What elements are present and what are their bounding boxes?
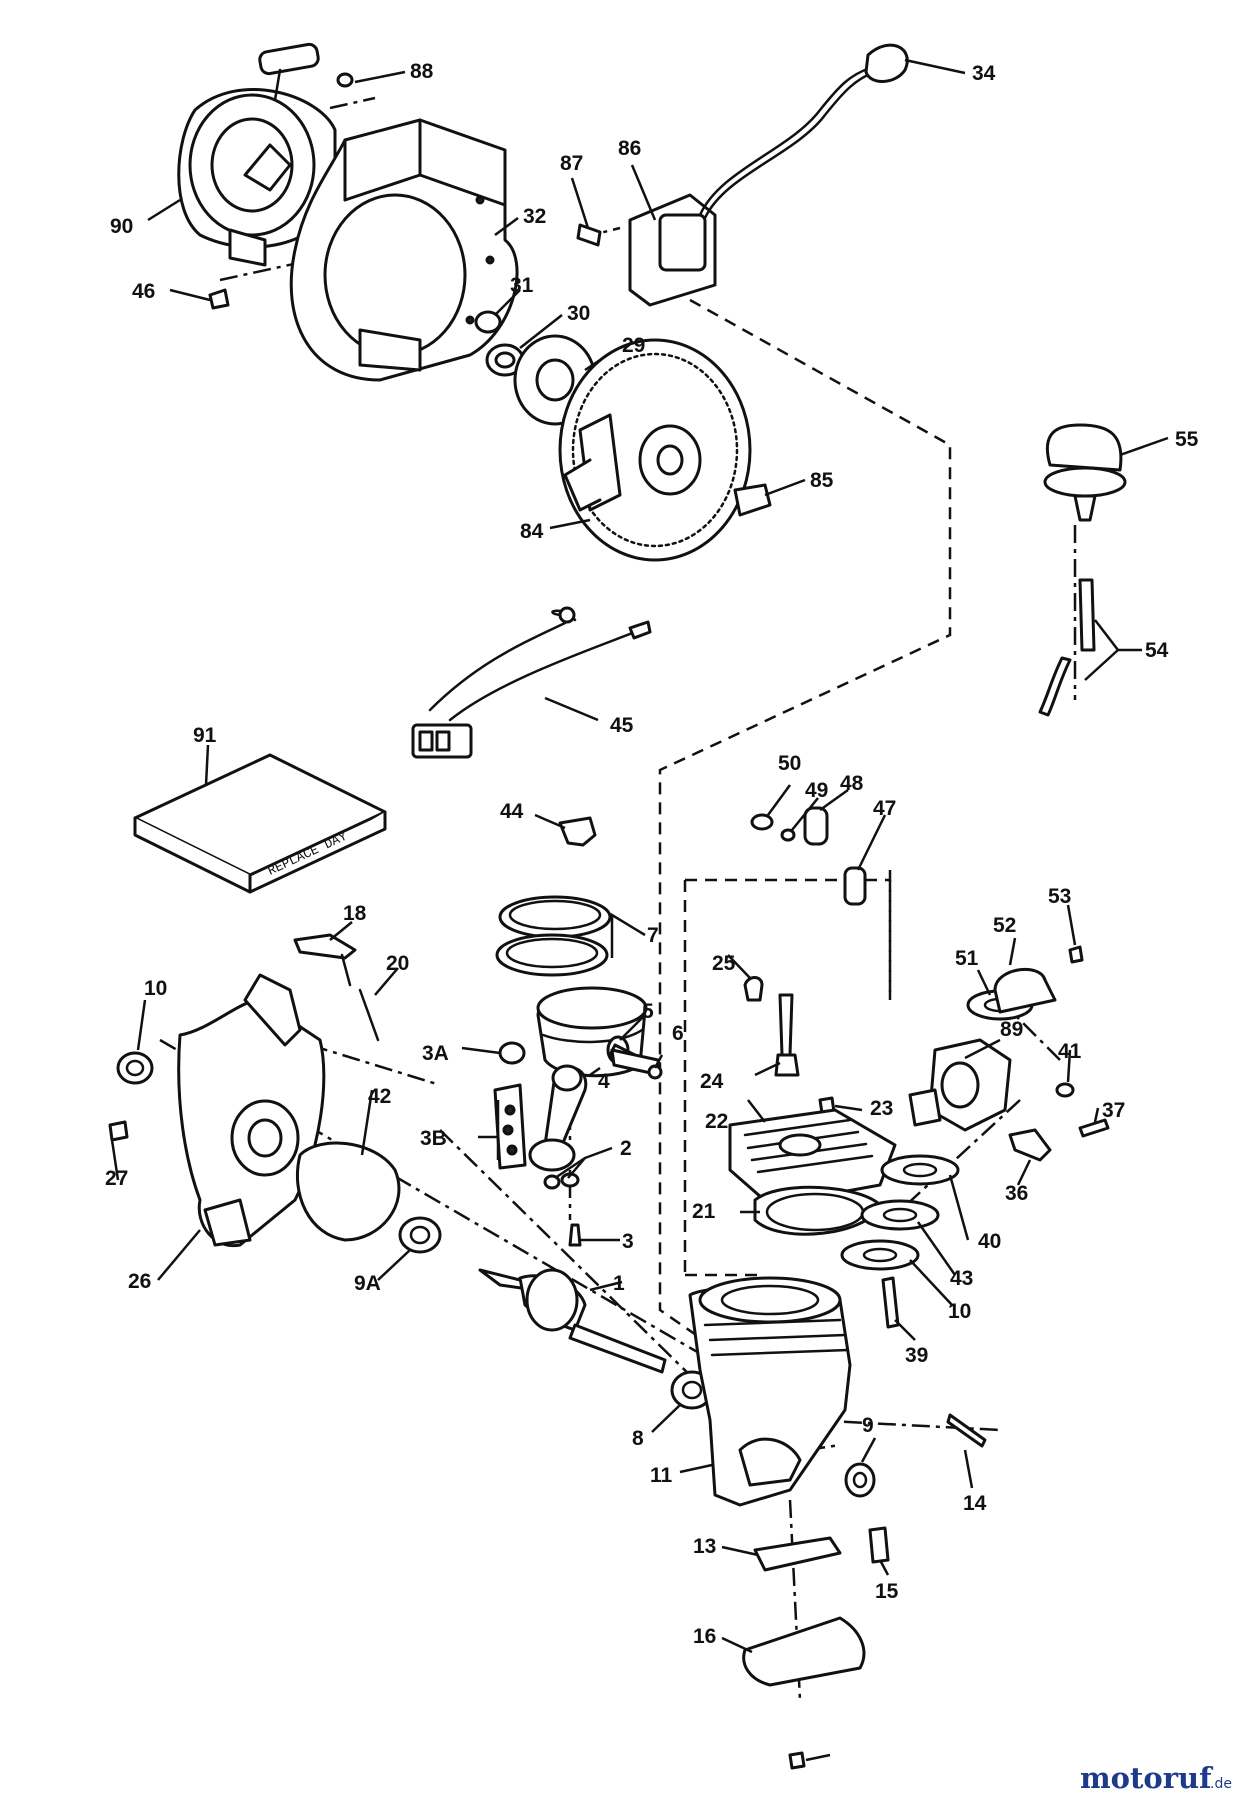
callout: 45 [610, 714, 634, 737]
callout: 5 [642, 1000, 654, 1023]
ignition-coil-group [576, 43, 909, 307]
callout: 8 [632, 1427, 644, 1450]
callout: 42 [368, 1085, 391, 1108]
callout: 4 [598, 1070, 610, 1093]
callout: 3 [622, 1230, 634, 1253]
cylinder-head-group [728, 976, 897, 1236]
callout: 7 [647, 924, 659, 947]
callout: 1 [613, 1272, 625, 1295]
callout: 32 [523, 205, 546, 228]
callout: 10 [144, 977, 167, 1000]
bottom-plates [742, 1526, 890, 1770]
blower-housing [289, 118, 519, 382]
piston-group [495, 895, 663, 1080]
carb-gaskets [840, 1154, 960, 1271]
callout: 22 [705, 1110, 728, 1133]
callout: 84 [520, 520, 544, 543]
callout: 39 [905, 1344, 928, 1367]
air-filter-pad: REPLACE DAY [133, 753, 387, 894]
callout: 10 [948, 1300, 971, 1323]
callout: 26 [128, 1270, 151, 1293]
callout: 27 [105, 1167, 128, 1190]
fuel-lines [1038, 578, 1096, 717]
choke-parts [1008, 1082, 1110, 1162]
callout: 52 [993, 914, 1016, 937]
assembly-lines [159, 96, 1077, 1701]
callout: 50 [778, 752, 801, 775]
flywheel [558, 338, 772, 562]
callout: 53 [1048, 885, 1071, 908]
carb-small-parts [750, 806, 867, 906]
governor-linkage [293, 933, 380, 1042]
callouts: 88 34 87 86 90 32 46 31 30 29 55 85 84 5… [105, 60, 1199, 1648]
carburetor-group [908, 945, 1084, 1132]
callout: 14 [963, 1492, 987, 1515]
callout: 34 [972, 62, 996, 85]
primer-bulb [1043, 423, 1127, 522]
callout: 13 [693, 1535, 716, 1558]
leaders [110, 58, 1169, 1762]
wire-harness [411, 606, 652, 759]
connecting-rod-group [493, 1041, 588, 1247]
callout: 36 [1005, 1182, 1028, 1205]
callout: 87 [560, 152, 583, 175]
callout: 21 [692, 1200, 716, 1223]
callout: 16 [693, 1625, 716, 1648]
callout: 31 [510, 274, 534, 297]
callout: 85 [810, 469, 834, 492]
callout: 86 [618, 137, 641, 160]
callout: 9 [862, 1414, 874, 1437]
recoil-starter [177, 42, 337, 267]
callout: 90 [110, 215, 133, 238]
misc-screws [208, 72, 354, 310]
watermark-logo: motoruf .de [1080, 1761, 1232, 1795]
callout: 25 [712, 952, 736, 975]
callout: 29 [622, 334, 645, 357]
callout: 24 [700, 1070, 724, 1093]
callout: 2 [620, 1137, 632, 1160]
crankcase-cover-group [108, 973, 401, 1248]
watermark-tld: .de [1210, 1776, 1232, 1792]
callout: 11 [650, 1464, 673, 1487]
clip-44 [558, 816, 597, 847]
callout: 9A [354, 1272, 381, 1295]
callout: 23 [870, 1097, 893, 1120]
callout: 55 [1175, 428, 1199, 451]
callout: 89 [1000, 1018, 1023, 1041]
callout: 40 [978, 1230, 1001, 1253]
callout: 54 [1145, 639, 1169, 662]
callout: 3A [422, 1042, 449, 1065]
callout: 15 [875, 1580, 899, 1603]
callout: 88 [410, 60, 434, 83]
callout: 6 [672, 1022, 684, 1045]
callout: 49 [805, 779, 828, 802]
callout: 48 [840, 772, 864, 795]
stud-39 [881, 1276, 900, 1329]
callout: 18 [343, 902, 367, 925]
callout: 41 [1058, 1040, 1082, 1063]
callout: 30 [567, 302, 590, 325]
crankcase-cylinder [670, 1276, 987, 1507]
watermark-name: motoruf [1080, 1761, 1214, 1795]
crankshaft-group [398, 1216, 667, 1374]
callout: 51 [955, 947, 979, 970]
callout: 44 [500, 800, 524, 823]
callout: 91 [193, 724, 217, 747]
callout: 37 [1102, 1099, 1125, 1122]
callout: 47 [873, 797, 896, 820]
callout: 20 [386, 952, 409, 975]
callout: 43 [950, 1267, 973, 1290]
callout: 46 [132, 280, 155, 303]
callout: 3B [420, 1127, 447, 1150]
